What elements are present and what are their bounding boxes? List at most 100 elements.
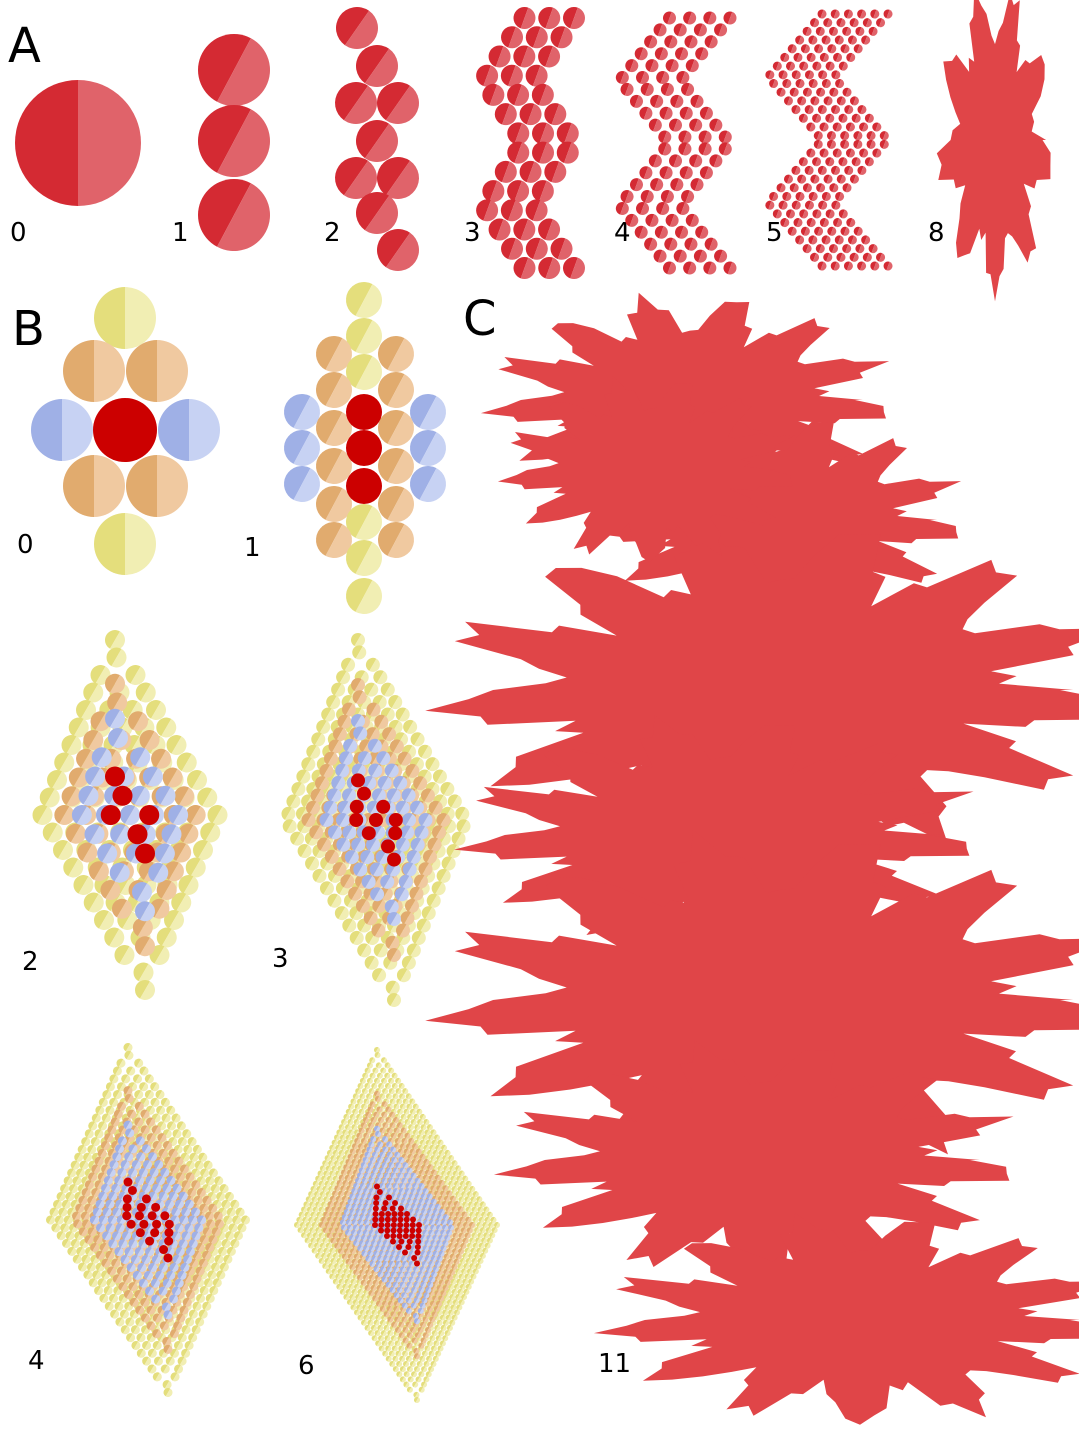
panel-a-iter3-disc (556, 122, 579, 145)
panel-a-iter5-disc-half (815, 61, 822, 71)
panel-b-iter0-disc (31, 399, 93, 461)
panel-a-iter5-disc (815, 26, 825, 36)
panel-a-iter3-disc-half (476, 199, 491, 221)
panel-a-iter3-disc-half (531, 180, 547, 202)
panel-a-iter4-disc-half (669, 214, 679, 227)
panel-a-iter4-disc (663, 261, 676, 275)
panel-a-iter5-disc (868, 26, 878, 36)
panel-a-iter4-disc (654, 225, 668, 239)
panel-a-iter5-disc-half (820, 105, 827, 115)
panel-a-iter3-disc-half (545, 219, 561, 241)
panel-a-iter5-disc-half (811, 79, 818, 89)
panel-a-iter3-disc-half (539, 142, 555, 164)
panel-a-iter5-disc-half (838, 113, 845, 123)
panel-a-iter4-disc (698, 142, 712, 156)
panel-a-iter5-disc-half (871, 27, 878, 36)
panel-a-iter4-disc-half (654, 95, 664, 108)
panel-a-iter5-disc-half (815, 209, 822, 219)
panel-a-iter5-disc (808, 35, 818, 45)
panel-a-iter5-disc (849, 96, 859, 106)
panel-a-iter5-disc-half (815, 244, 822, 253)
panel-a-iter3-disc-half (532, 141, 547, 163)
panel-a-iter5-disc-half (823, 174, 830, 184)
panel-a-iter2-disc-half (343, 160, 377, 199)
panel-a-iter5-disc-half (836, 252, 843, 262)
panel-b-iter3-center (351, 773, 365, 788)
panel-a-iter4-disc (656, 201, 670, 215)
panel-a-iter5-disc (870, 261, 880, 271)
panel-a-iter5-disc-half (829, 244, 836, 253)
panel-a-iter5-disc-half (824, 79, 831, 89)
panel-a-iter0-disc (15, 80, 141, 206)
panel-a-iter5-disc-half (865, 18, 872, 28)
panel-a-iter5-disc (829, 26, 838, 36)
panel-a-iter4-disc-half (653, 23, 663, 37)
panel-a-iter3-disc (563, 7, 585, 29)
panel-a-iter5-disc-half (864, 35, 871, 45)
panel-a-iter5-disc (821, 191, 831, 201)
panel-a-iter5-disc-half (821, 191, 828, 201)
panel-a-iter3-disc-half (488, 45, 504, 67)
panel-a-iter4-disc-half (670, 178, 680, 191)
panel-a-iter4-disc-half (624, 190, 634, 204)
panel-a-iter5-disc (862, 18, 872, 28)
panel-a-iter4-disc (679, 166, 693, 180)
panel-a-iter5-disc-half (819, 148, 826, 158)
panel-a-iter5-disc-half (802, 183, 809, 193)
panel-a-iter5-disc-half (839, 96, 846, 106)
panel-a-iter5-disc-half (805, 27, 812, 36)
panel-a-label: 5 (766, 218, 783, 248)
panel-a-iter5-disc-half (856, 140, 863, 149)
panel-a-iter4-disc (693, 249, 707, 263)
panel-b-iter2-center (135, 843, 155, 864)
panel-a-iter5-disc-half (845, 244, 852, 254)
panel-a-iter5-disc (772, 61, 782, 71)
panel-b-iter3-disc (352, 645, 367, 660)
panel-a-iter5-disc (853, 131, 863, 141)
panel-a-iter5-disc-half (835, 148, 842, 158)
panel-a-iter3-disc-half (514, 180, 530, 203)
panel-a-iter5-disc-half (810, 174, 817, 184)
panel-a-iter5-disc (823, 252, 833, 262)
panel-a-iter4-disc (698, 130, 712, 144)
panel-a-iter4-disc-half (663, 11, 672, 25)
panel-a-iter5-disc-half (790, 227, 797, 236)
panel-a-iter3-disc-half (513, 45, 529, 67)
panel-a-iter5-disc-half (813, 139, 820, 149)
panel-a-iter5-disc-half (806, 52, 813, 62)
panel-a-iter5-disc (831, 105, 841, 115)
panel-a-iter3-disc-half (538, 45, 553, 67)
panel-a-iter5-disc (769, 191, 779, 201)
panel-a-iter5-disc (797, 96, 807, 106)
panel-a-iter5-disc (855, 244, 865, 254)
panel-a-iter5-disc-half (778, 70, 785, 80)
panel-a-iter4-disc (718, 130, 732, 144)
panel-a-iter5-disc-half (786, 96, 793, 106)
panel-a-iter4-disc (693, 23, 707, 37)
panel-a-iter5-disc-half (768, 70, 775, 80)
panel-a-iter5-disc-half (823, 96, 830, 106)
panel-a-iter5-disc-half (843, 9, 850, 19)
panel-a-iter5-disc-half (828, 114, 835, 123)
panel-a-iter5-disc (818, 200, 828, 210)
panel-a-iter3-disc (507, 83, 530, 106)
panel-a-iter5-disc-half (798, 79, 805, 89)
panel-a-iter5-disc-half (817, 227, 824, 236)
panel-a-iter5-disc-half (789, 87, 796, 97)
panel-a-iter5-disc (769, 79, 779, 89)
panel-a-iter5-disc-half (820, 261, 827, 271)
panel-a-iter4-disc (664, 35, 678, 49)
panel-b-iter3-center (388, 813, 403, 827)
panel-a-iter4-disc-half (684, 166, 693, 180)
panel-a-iter5-disc-half (799, 61, 806, 71)
panel-a-iter4-disc-half (660, 190, 670, 203)
panel-a-iter5-disc-half (823, 252, 830, 262)
panel-a-iter5-disc (843, 9, 853, 19)
panel-a-iter5-disc-half (832, 122, 839, 132)
panel-a-iter1-disc-half (198, 105, 251, 173)
panel-a-iter3-disc-half (532, 122, 547, 144)
panel-b-iter2-center (105, 766, 125, 787)
panel-a-iter4-disc-half (676, 71, 686, 84)
panel-a-iter5-disc-half (791, 200, 798, 210)
panel-a-iter5-disc-half (779, 87, 786, 97)
